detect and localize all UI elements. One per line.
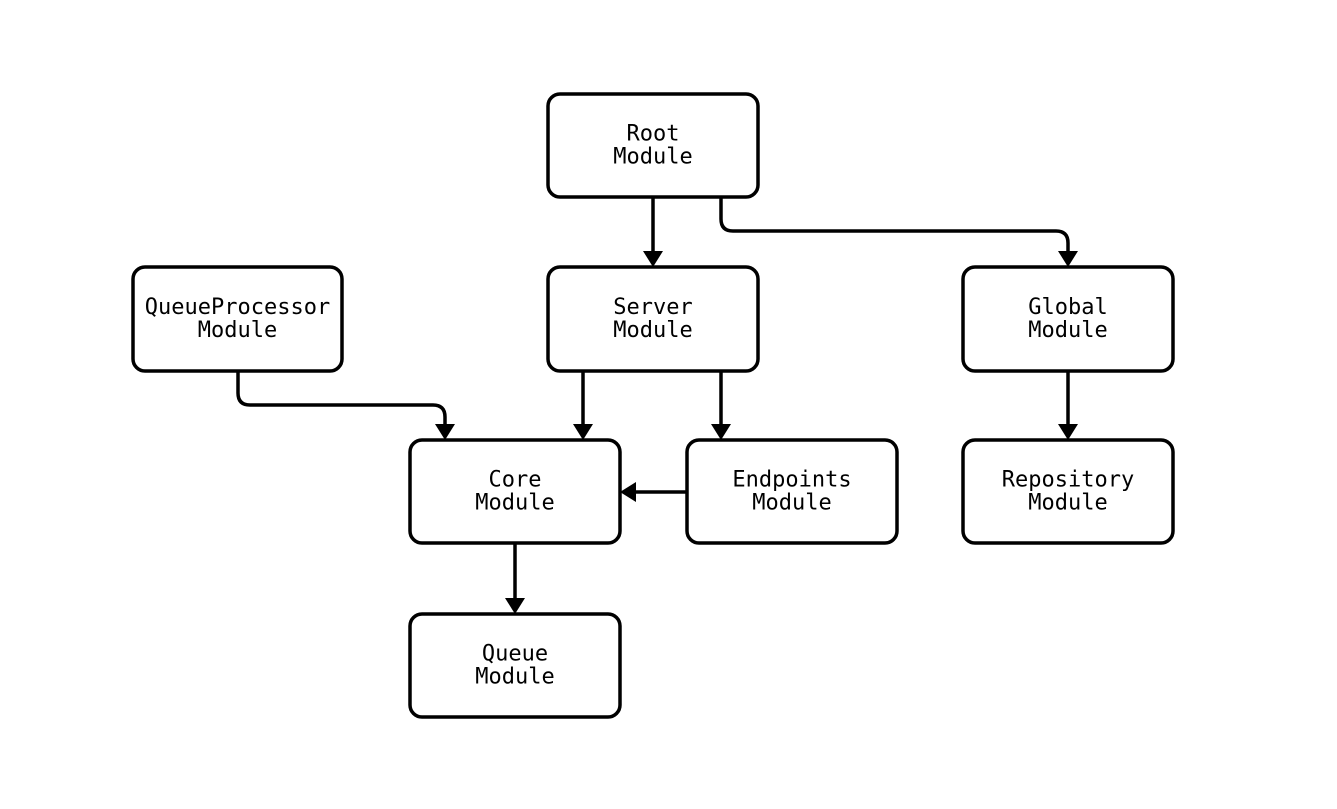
edge-server-to-core: Server Module depends on Core Module [573, 371, 593, 440]
arrowhead-icon [711, 424, 731, 440]
edge-queueprocessor-to-core: QueueProcessor Module depends on Core Mo… [236, 371, 455, 440]
arrowhead-icon [435, 424, 455, 440]
node-label-line2: Module [1028, 491, 1107, 516]
arrowhead-icon [643, 251, 663, 267]
node-box[interactable] [961, 265, 1175, 373]
node-label-line2: Module [613, 318, 692, 343]
node-box[interactable] [961, 438, 1175, 545]
node-label-line1: Global [1028, 295, 1107, 320]
node-label-line2: Module [475, 491, 554, 516]
node-label-line1: Repository [1002, 468, 1134, 493]
node-box[interactable] [408, 612, 622, 719]
node-box[interactable] [546, 265, 760, 373]
node-label-line1: Root [627, 122, 680, 147]
arrowhead-icon [573, 424, 593, 440]
node-label-line1: Server [613, 295, 692, 320]
node-box[interactable] [131, 265, 344, 373]
edge-core-to-queue: Core Module depends on Queue Module [505, 543, 525, 614]
edge-endpoints-to-core: Endpoints Module depends on Core Module [620, 482, 687, 502]
node-label-line1: Core [489, 468, 542, 493]
node-label-line1: Queue [482, 642, 548, 667]
node-box[interactable] [685, 438, 899, 545]
node-box[interactable] [408, 438, 622, 545]
edge-line [236, 371, 447, 424]
node-label-line2: Module [198, 318, 277, 343]
edge-line [719, 197, 1070, 251]
arrowhead-icon [1058, 424, 1078, 440]
arrowhead-icon [1058, 251, 1078, 267]
node-label-line2: Module [1028, 318, 1107, 343]
edge-root-to-server: Root Module depends on Server Module [643, 197, 663, 267]
edge-server-to-endpoints: Server Module depends on Endpoints Modul… [711, 371, 731, 440]
node-label-line2: Module [475, 665, 554, 690]
edge-root-to-global: Root Module depends on Global Module [719, 197, 1078, 267]
node-box[interactable] [546, 92, 760, 199]
node-label-line1: QueueProcessor [145, 295, 330, 320]
arrowhead-icon [505, 598, 525, 614]
edge-global-to-repository: Global Module depends on Repository Modu… [1058, 371, 1078, 440]
node-label-line2: Module [752, 491, 831, 516]
edges-layer: Root Module depends on Server Module Root… [236, 197, 1078, 614]
node-label-line1: Endpoints [732, 468, 851, 493]
arrowhead-icon [620, 482, 636, 502]
node-label-line2: Module [613, 145, 692, 170]
